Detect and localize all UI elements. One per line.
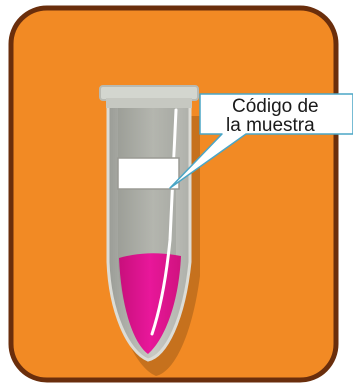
callout-line-1: Código de [232, 96, 319, 117]
sample-label [117, 157, 180, 190]
callout-line-2: la muestra [226, 115, 315, 136]
tube-neck [106, 98, 192, 108]
callout-box [169, 93, 353, 189]
tube-rim [99, 85, 199, 101]
tube-reflection [150, 108, 178, 336]
